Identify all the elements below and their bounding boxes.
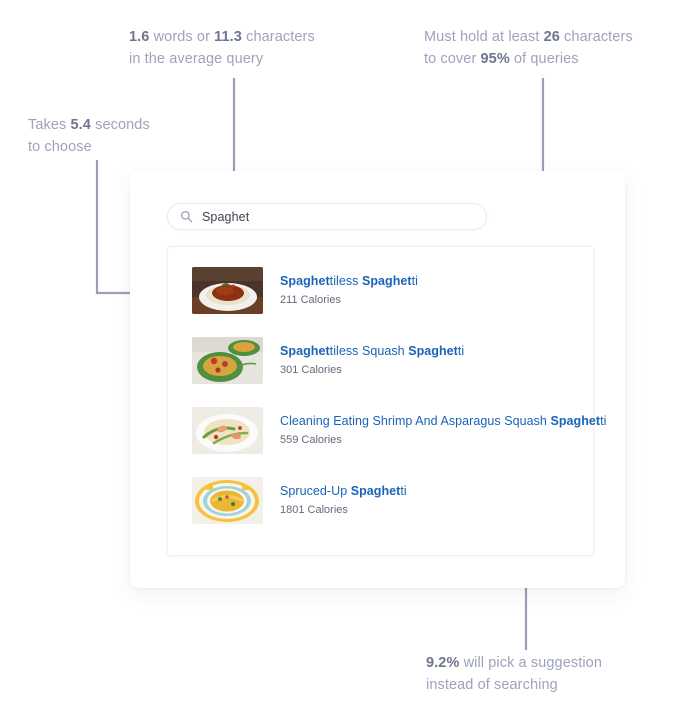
annotation-text: 9.2% <box>426 655 460 671</box>
annotation-text: of queries <box>509 51 579 67</box>
suggestion-title[interactable]: Spaghettiless Squash Spaghetti <box>280 343 464 359</box>
annotation-line: to choose <box>28 136 150 158</box>
annotation-line: to cover 95% of queries <box>424 48 633 70</box>
annotation-text: 26 <box>543 29 560 45</box>
suggestion-title-segment: ti <box>411 273 419 288</box>
suggestion-calories: 1801 Calories <box>280 503 348 516</box>
suggestion-text: Cleaning Eating Shrimp And Asparagus Squ… <box>280 413 606 448</box>
search-input[interactable]: Spaghet <box>167 203 487 230</box>
suggestion-title-segment: Spaghet <box>280 343 330 358</box>
suggestion-title-segment: tiless <box>329 273 362 288</box>
annotation-text: words or <box>149 29 215 45</box>
suggestion-title-segment: Spaghet <box>280 273 330 288</box>
suggestion-calories: 301 Calories <box>280 363 342 376</box>
annotation-text: Takes <box>28 117 71 133</box>
suggestion-title-segment: Spaghet <box>361 273 412 288</box>
suggestion-title-segment: ti <box>457 343 465 358</box>
annotation-text: to choose <box>28 139 92 155</box>
suggestion-calories: 559 Calories <box>280 433 342 446</box>
suggestion-title-segment: ti <box>400 483 407 498</box>
annotation-line: 9.2% will pick a suggestion <box>426 652 602 674</box>
annotation-line: in the average query <box>129 48 315 70</box>
annotation-text: in the average query <box>129 51 264 67</box>
annotation-text: characters <box>559 29 633 45</box>
annotation-avg-query-length: 1.6 words or 11.3 characters in the avera… <box>129 26 315 70</box>
suggestion-text: Spruced-Up Spaghetti 1801 Calories <box>280 483 407 518</box>
annotation-text: Must hold at least <box>424 29 544 45</box>
annotation-text: 5.4 <box>70 117 91 133</box>
annotation-text: 1.6 <box>129 29 150 45</box>
annotation-time-to-choose: Takes 5.4 seconds to choose <box>28 114 150 158</box>
suggestion-title-segment: Cleaning Eating Shrimp And Asparagus Squ… <box>280 413 551 428</box>
annotation-suggestion-pick-rate: 9.2% will pick a suggestion instead of se… <box>426 652 602 696</box>
spruced-up-spaghetti-thumbnail[interactable] <box>192 476 263 524</box>
suggestion-title[interactable]: Cleaning Eating Shrimp And Asparagus Squ… <box>280 413 606 429</box>
search-input-value: Spaghet <box>202 209 250 224</box>
annotation-text: seconds <box>90 117 150 133</box>
annotation-line: Takes 5.4 seconds <box>28 114 150 136</box>
suggestion-title-segment: tiless Squash <box>329 343 409 358</box>
suggestion-title[interactable]: Spruced-Up Spaghetti <box>280 483 407 499</box>
squash-spaghetti-thumbnail[interactable] <box>192 336 263 384</box>
annotation-text: will pick a suggestion <box>459 655 602 671</box>
search-icon <box>181 211 193 223</box>
shrimp-asparagus-thumbnail[interactable] <box>192 406 263 454</box>
annotation-line: instead of searching <box>426 674 602 696</box>
suggestion-title-segment: Spruced-Up <box>280 483 351 498</box>
annotation-text: characters <box>241 29 315 45</box>
suggestion-title-segment: Spaghet <box>550 413 601 428</box>
suggestion-title-segment: Spaghet <box>350 483 401 498</box>
annotation-text: to cover <box>424 51 481 67</box>
annotation-line: 1.6 words or 11.3 characters <box>129 26 315 48</box>
suggestion-row[interactable]: Spruced-Up Spaghetti 1801 Calories <box>168 465 593 535</box>
annotation-text: 95% <box>480 51 510 67</box>
annotation-line: Must hold at least 26 characters <box>424 26 633 48</box>
suggestion-title-segment: ti <box>600 413 607 428</box>
suggestion-title-segment: Spaghet <box>408 343 458 358</box>
suggestion-title[interactable]: Spaghettiless Spaghetti <box>280 273 418 289</box>
spaghetti-bolognese-thumbnail[interactable] <box>192 266 263 314</box>
suggestion-calories: 211 Calories <box>280 293 341 306</box>
annotation-text: instead of searching <box>426 677 558 693</box>
suggestion-row[interactable]: Cleaning Eating Shrimp And Asparagus Squ… <box>168 395 606 465</box>
annotation-text: 11.3 <box>214 29 242 45</box>
